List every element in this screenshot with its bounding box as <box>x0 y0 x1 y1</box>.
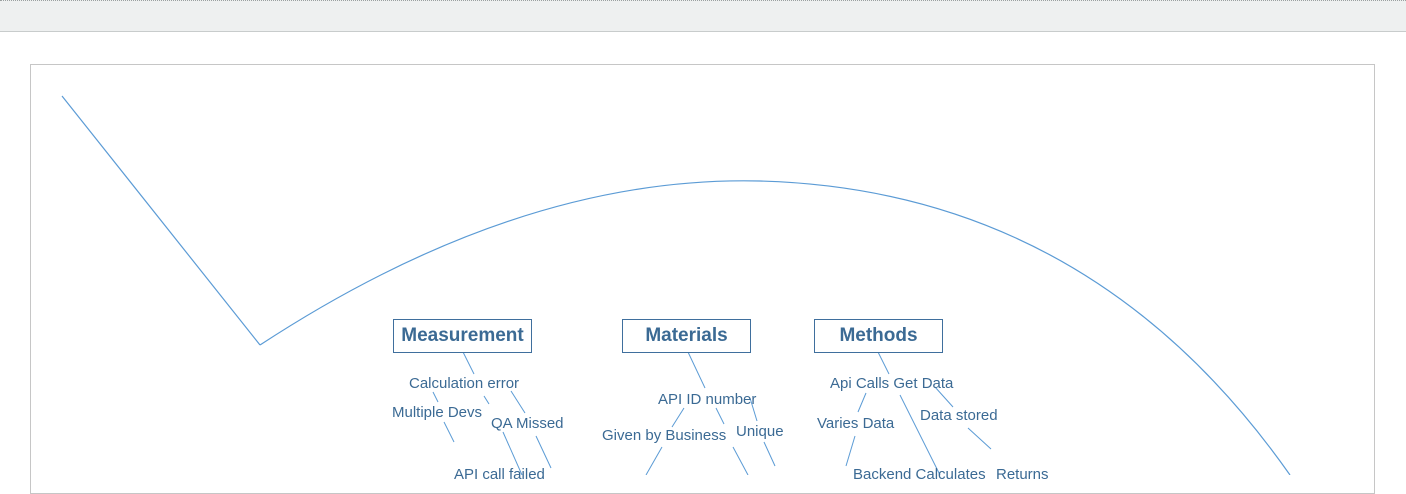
bone-qa-down-b <box>535 435 552 469</box>
bone-api-id-right <box>715 407 725 425</box>
bone-varies-down <box>845 435 856 467</box>
bone-materials-down <box>732 446 749 475</box>
fishbone-diagram <box>61 95 1291 475</box>
cause-unique[interactable]: Unique <box>736 423 784 440</box>
cause-data-stored[interactable]: Data stored <box>920 407 998 424</box>
bone-multiple-devs-b <box>443 421 455 443</box>
methods-main-bone <box>877 351 890 375</box>
cause-backend-calculates[interactable]: Backend Calculates <box>853 466 986 483</box>
bone-calc-small <box>483 395 490 405</box>
fish-head-outline <box>61 95 261 346</box>
cause-calculation-error[interactable]: Calculation error <box>409 375 520 392</box>
cause-multiple-devs[interactable]: Multiple Devs <box>392 404 483 421</box>
diagram-canvas <box>30 64 1375 494</box>
category-methods[interactable]: Methods <box>814 319 943 353</box>
cause-varies-data[interactable]: Varies Data <box>817 415 895 432</box>
bone-unique-down <box>763 441 776 467</box>
top-toolbar-strip <box>0 0 1406 32</box>
measurement-main-bone <box>462 351 475 375</box>
bone-api-id-left <box>671 407 685 428</box>
fish-body-curve <box>259 180 1291 475</box>
bone-api-calls-down <box>899 394 941 475</box>
category-measurement[interactable]: Measurement <box>393 319 532 353</box>
bone-multiple-devs-a <box>432 391 439 403</box>
bone-qa-down-a <box>502 431 523 475</box>
category-materials[interactable]: Materials <box>622 319 751 353</box>
bone-unique-up <box>749 397 758 422</box>
cause-returns[interactable]: Returns <box>996 466 1049 483</box>
cause-api-call-failed[interactable]: API call failed <box>454 466 545 483</box>
bone-data-stored-down <box>967 427 992 450</box>
cause-api-id-number[interactable]: API ID number <box>658 391 757 408</box>
cause-qa-missed[interactable]: QA Missed <box>491 415 564 432</box>
bone-data-stored-up <box>934 386 954 408</box>
bone-given-down <box>645 446 663 475</box>
bone-api-calls-left <box>857 392 867 413</box>
materials-main-bone <box>687 351 706 389</box>
bone-calc-qa <box>510 390 526 414</box>
cause-api-calls-get-data[interactable]: Api Calls Get Data <box>830 375 954 392</box>
cause-given-by-business[interactable]: Given by Business <box>602 427 727 444</box>
